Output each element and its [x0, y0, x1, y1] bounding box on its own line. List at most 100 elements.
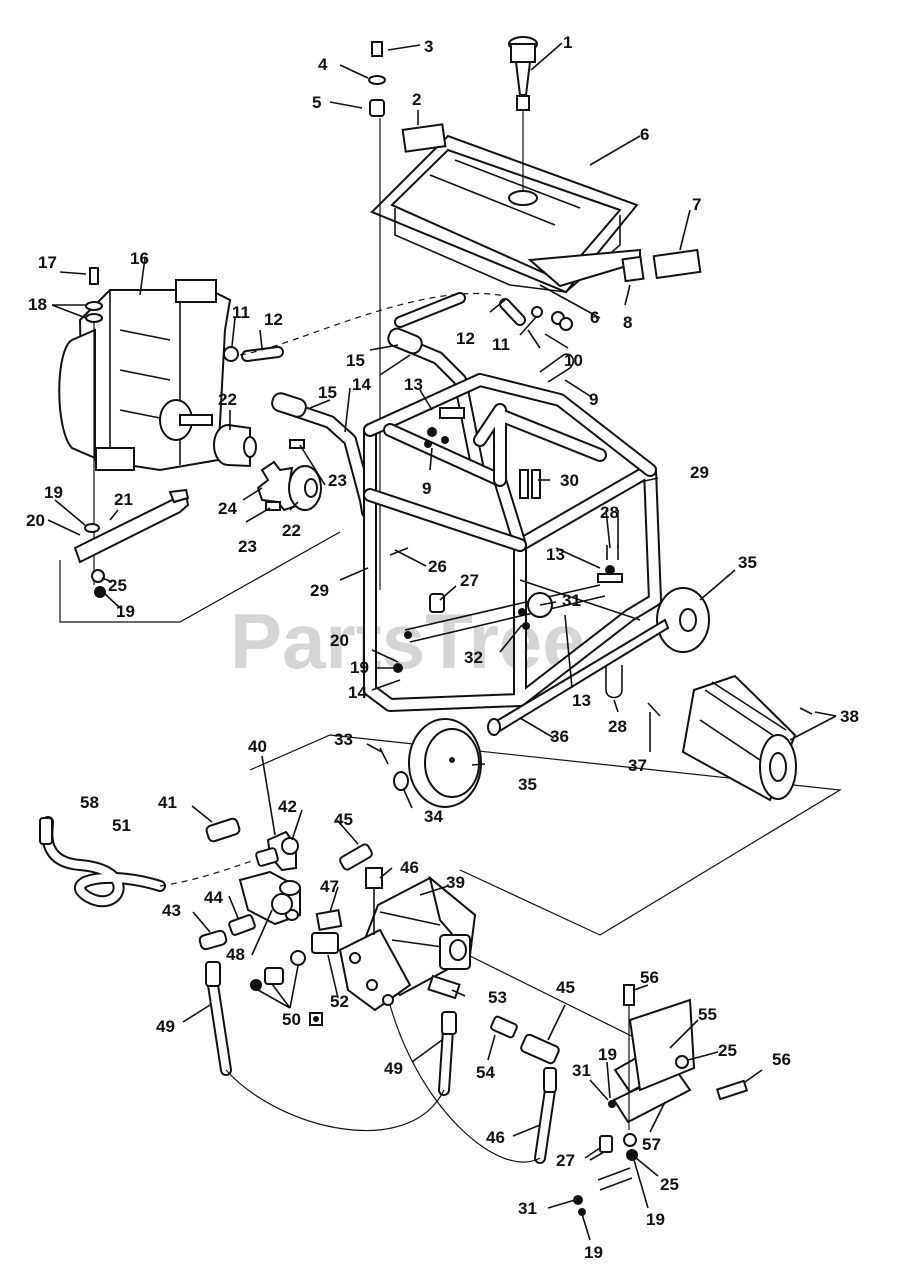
- coupling-spider[interactable]: [256, 460, 302, 512]
- callout-44: 44: [204, 888, 223, 907]
- callout-12-right: 12: [456, 329, 475, 348]
- callout-33: 33: [334, 730, 353, 749]
- callout-4: 4: [318, 55, 328, 74]
- bracket-hardware: [573, 1055, 689, 1216]
- fitting-45b[interactable]: [520, 1033, 560, 1065]
- callout-5: 5: [312, 93, 321, 112]
- fitting-53[interactable]: [427, 974, 461, 1000]
- callout-34: 34: [424, 807, 443, 826]
- fuel-line[interactable]: [241, 292, 526, 362]
- coupling-keys: [265, 439, 305, 511]
- callout-16: 16: [130, 249, 149, 268]
- decal-7: [652, 248, 702, 280]
- callout-45-top: 45: [334, 810, 353, 829]
- callout-42: 42: [278, 797, 297, 816]
- callout-13-top: 13: [404, 375, 423, 394]
- callout-25-bracket: 25: [718, 1041, 737, 1060]
- inlet-hose-51[interactable]: [41, 816, 166, 908]
- engine-mount-bracket[interactable]: [73, 488, 190, 564]
- callout-20-frame: 20: [330, 631, 349, 650]
- fitting-54[interactable]: [490, 1015, 518, 1039]
- u-bolt-9: [539, 353, 575, 383]
- callout-28-top: 28: [600, 503, 619, 522]
- coupling-hub-pump[interactable]: [288, 465, 322, 511]
- fuel-tank[interactable]: [370, 134, 639, 294]
- callout-11-right: 11: [492, 335, 510, 354]
- callout-23-bottom: 23: [238, 537, 257, 556]
- callout-20-engine: 20: [26, 511, 45, 530]
- callout-36: 36: [550, 727, 569, 746]
- callout-18: 18: [28, 295, 47, 314]
- hose-46[interactable]: [534, 1067, 557, 1164]
- callout-9-left: 9: [422, 479, 431, 498]
- callout-17: 17: [38, 253, 57, 272]
- callout-54: 54: [476, 1063, 495, 1082]
- wheel-right[interactable]: [656, 587, 710, 653]
- fuel-cap[interactable]: [508, 36, 538, 111]
- callout-23-right: 23: [328, 471, 347, 490]
- engine[interactable]: [58, 279, 232, 472]
- callout-41: 41: [158, 793, 177, 812]
- callout-40: 40: [248, 737, 267, 756]
- inlet-adapter-41[interactable]: [205, 817, 241, 843]
- callout-56-side: 56: [772, 1050, 791, 1069]
- axle[interactable]: [487, 618, 670, 736]
- callout-6-plate: 6: [590, 308, 599, 327]
- mount-hardware-19-20-25: [84, 523, 106, 598]
- hose-49-right[interactable]: [438, 1011, 457, 1096]
- callout-31-frame: 31: [562, 591, 581, 610]
- hose-49-left[interactable]: [205, 961, 232, 1076]
- main-frame[interactable]: [363, 373, 662, 712]
- fitting-48[interactable]: [271, 893, 293, 915]
- callout-7: 7: [692, 195, 701, 214]
- callout-19-frame: 19: [350, 658, 369, 677]
- wheel-left[interactable]: [408, 718, 482, 808]
- tank-bolt-stack: [368, 41, 386, 117]
- callout-43: 43: [162, 901, 181, 920]
- callout-46-top: 46: [400, 858, 419, 877]
- callout-51: 51: [112, 816, 131, 835]
- fitting-42[interactable]: [255, 837, 299, 867]
- callout-56-top: 56: [640, 968, 659, 987]
- callout-1: 1: [563, 33, 572, 52]
- callout-48: 48: [226, 945, 245, 964]
- callout-22-bottom: 22: [282, 521, 301, 540]
- callout-12-left: 12: [264, 310, 283, 329]
- coupling-hub-engine[interactable]: [213, 424, 257, 468]
- callout-28-bottom: 28: [608, 717, 627, 736]
- fitting-46[interactable]: [365, 867, 383, 935]
- handle-frame[interactable]: [270, 326, 485, 519]
- callout-13-bottom: 13: [572, 691, 591, 710]
- fitting-43-44[interactable]: [198, 914, 256, 951]
- callout-19-bracket: 19: [598, 1045, 617, 1064]
- callout-14-top: 14: [352, 375, 371, 394]
- callout-52: 52: [330, 992, 349, 1011]
- callout-38: 38: [840, 707, 859, 726]
- callout-19-engine-low: 19: [116, 602, 135, 621]
- callout-13-right: 13: [546, 545, 565, 564]
- callout-31-bracket: 31: [572, 1061, 591, 1080]
- callout-9-right: 9: [589, 390, 598, 409]
- fitting-52[interactable]: [311, 932, 339, 954]
- callout-22-top: 22: [218, 390, 237, 409]
- callout-24: 24: [218, 499, 237, 518]
- callout-21: 21: [114, 490, 133, 509]
- pump-shroud[interactable]: [681, 674, 797, 802]
- callout-labels: 1 2 3 4 5 6 6 7 8 9 9 10 11 11 12 12 13 …: [26, 33, 859, 1262]
- callout-53: 53: [488, 988, 507, 1007]
- pump-reference-outline: [249, 734, 842, 936]
- callout-14-bottom: 14: [348, 683, 367, 702]
- callout-31-bottom: 31: [518, 1199, 537, 1218]
- fittings-50: [250, 950, 306, 991]
- callout-35-left: 35: [518, 775, 537, 794]
- nozzle-quick-45[interactable]: [339, 843, 374, 871]
- callout-47: 47: [320, 877, 339, 896]
- callout-19-bottom: 19: [584, 1243, 603, 1262]
- callout-26: 26: [428, 557, 447, 576]
- callout-29-left: 29: [310, 581, 329, 600]
- callout-55: 55: [698, 1005, 717, 1024]
- inlet-hose-routing: [159, 859, 256, 887]
- callout-46-bottom: 46: [486, 1128, 505, 1147]
- valve-47[interactable]: [315, 909, 343, 931]
